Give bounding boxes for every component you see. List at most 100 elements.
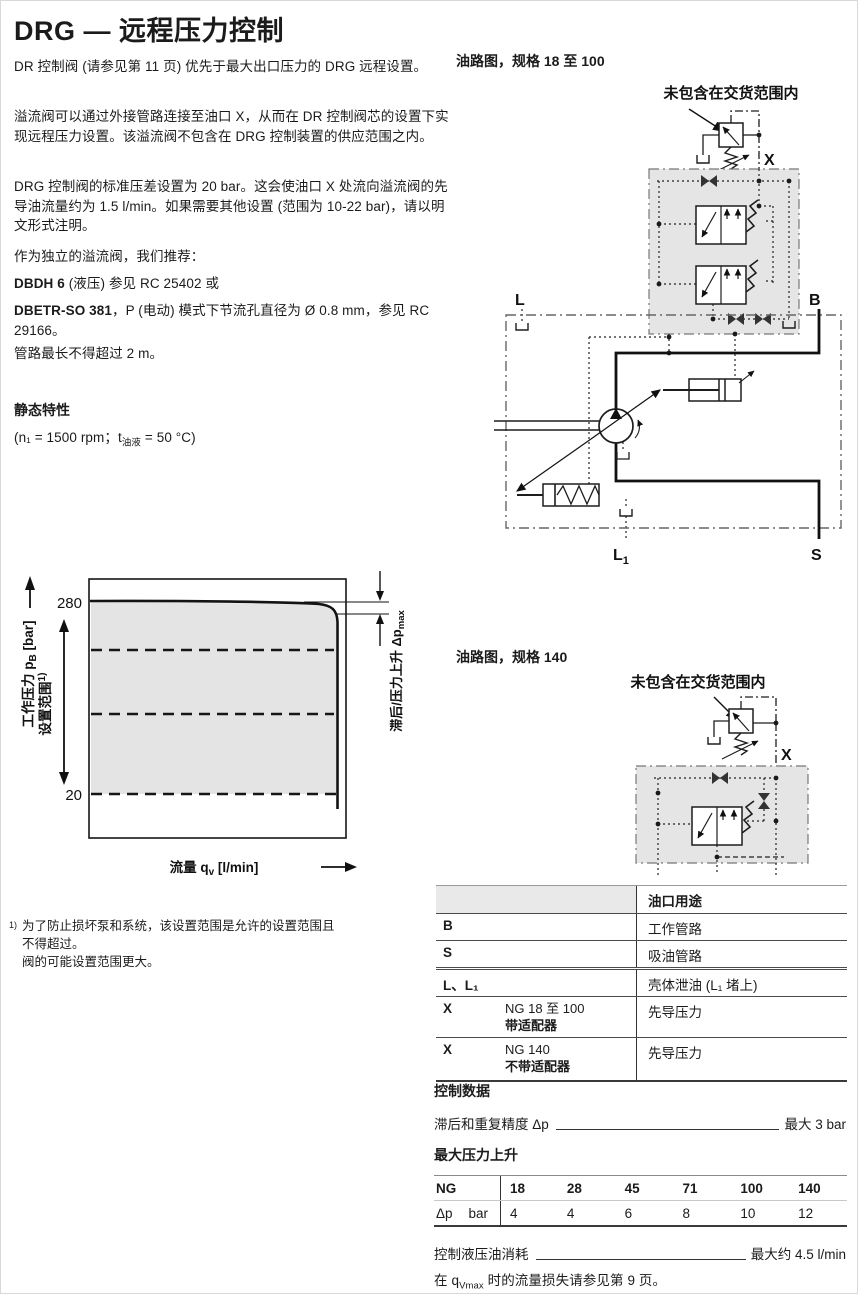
bias-piston-symbol	[517, 483, 600, 507]
setting-range-band	[91, 602, 336, 794]
recommendation-2: DBETR-SO 381，P (电动) 模式下节流孔直径为 Ø 0.8 mm，参…	[14, 301, 450, 340]
swashplate-linkage-arrow	[516, 389, 661, 492]
pressure-line-b	[614, 309, 821, 409]
port-cell: S	[443, 945, 453, 960]
header-port-cell	[436, 886, 636, 913]
diagram2-title: 油路图，规格 140	[456, 649, 568, 665]
usage-cell: 先导压力	[636, 997, 847, 1037]
orifice-symbols	[712, 772, 770, 809]
hysteresis-rise-label: 滞后/压力上升 Δpmax	[389, 610, 407, 732]
ng-value-cell: 18	[500, 1176, 558, 1200]
recommendation-1-text: (液压) 参见 RC 25402 或	[64, 276, 220, 291]
intro-paragraph-1: DR 控制阀 (请参见第 11 页) 优先于最大出口压力的 DRG 远程设置。	[14, 59, 428, 74]
ng-value-cell: 140	[798, 1181, 821, 1196]
setting-range-arrow	[59, 619, 69, 785]
ng-value-cell: 100	[740, 1181, 763, 1196]
control-data-heading: 控制数据	[434, 1083, 490, 1099]
pipe-length-note: 管路最长不得超过 2 m。	[14, 346, 164, 361]
test-conditions-prefix: (n₁ = 1500 rpm；t	[14, 430, 122, 445]
intro-paragraph-2: 溢流阀可以通过外接管路连接至油口 X，从而在 DR 控制阀芯的设置下实现远程压力…	[14, 109, 449, 144]
recommendation-1-model: DBDH 6	[14, 276, 65, 291]
table-row: S 吸油管路	[436, 941, 847, 970]
relief-valve-symbol	[696, 110, 760, 174]
dp-value-cell: 6	[624, 1206, 633, 1221]
test-conditions-subscript: 油液	[121, 437, 142, 449]
port-l1-tank-symbol	[619, 509, 633, 517]
dp-value-cell: 10	[740, 1206, 756, 1221]
port-label-b: B	[809, 292, 821, 309]
test-conditions-suffix: = 50 °C)	[141, 430, 196, 445]
not-included-note: 未包含在交货范围内	[629, 673, 765, 691]
footnote: 1) 为了防止损坏泵和系统，该设置范围是允许的设置范围且 不得超过。 阀的可能设…	[9, 917, 439, 971]
leader-line	[535, 1259, 746, 1260]
diagram1-title: 油路图，规格 18 至 100	[456, 53, 605, 69]
hysteresis-label: 滞后和重复精度 Δp	[434, 1117, 549, 1132]
hysteresis-row: 滞后和重复精度 Δp 最大 3 bar	[434, 1113, 846, 1133]
flow-loss-prefix: 在 q	[434, 1273, 460, 1288]
port-label-l: L	[515, 292, 525, 309]
footnote-line-1: 为了防止损坏泵和系统，该设置范围是允许的设置范围且	[22, 919, 335, 933]
static-characteristics-heading: 静态特性	[14, 402, 70, 418]
setting-range-label: 设置范围1)	[37, 673, 53, 736]
footnote-line-2: 不得超过。	[22, 937, 85, 952]
consumption-label: 控制液压油消耗	[434, 1247, 529, 1262]
ytick-280: 280	[57, 595, 82, 612]
header-usage-cell: 油口用途	[636, 886, 847, 913]
flow-loss-note: 在 qVmax 时的流量损失请参见第 9 页。	[434, 1271, 846, 1293]
table-row: B 工作管路	[436, 914, 847, 941]
ng-value-cell: 28	[566, 1181, 582, 1196]
variable-pump-symbol	[494, 408, 644, 460]
port-label-s: S	[811, 547, 822, 564]
block-tank-symbol	[782, 321, 796, 329]
dpmax-annotation	[304, 571, 389, 646]
footnote-marker: 1)	[9, 920, 18, 930]
usage-cell: 吸油管路	[636, 941, 847, 967]
stroking-cylinder-symbol	[663, 370, 755, 402]
dp-value-cell: 12	[798, 1206, 814, 1221]
y-axis-label: 工作压力 pB [bar]	[20, 621, 39, 728]
static-characteristics-chart: 280 20 工作压力 pB [bar] 设置范围1) 流量 qv [l/min…	[20, 571, 407, 878]
flow-loss-suffix: 时的流量损失请参见第 9 页。	[483, 1273, 667, 1288]
setting-example-curves	[91, 648, 341, 796]
footnote-line-3: 阀的可能设置范围更大。	[22, 955, 160, 970]
suction-line-s	[614, 443, 821, 539]
consumption-row: 控制液压油消耗 最大约 4.5 l/min	[434, 1243, 846, 1263]
y-axis-arrow	[25, 576, 35, 608]
usage-cell: 工作管路	[636, 914, 847, 940]
usage-cell: 壳体泄油 (L₁ 堵上)	[636, 970, 847, 996]
not-included-note: 未包含在交货范围内	[662, 84, 798, 102]
ng-label-cell: NG	[436, 1181, 457, 1196]
x-axis-arrow	[321, 862, 357, 872]
table-header-row: 油口用途	[436, 886, 847, 914]
note-pointer-arrow	[688, 108, 725, 132]
recommendation-2-text: ，P (电动) 模式下节流孔直径为 Ø 0.8 mm，参见 RC 29166。	[14, 303, 430, 338]
pilot-network	[521, 169, 790, 539]
port-cell: L、L₁	[443, 978, 479, 993]
port-label-l1: L1	[613, 547, 629, 567]
x-axis-label: 流量 qv [l/min]	[170, 859, 259, 878]
page-title: DRG — 远程压力控制	[14, 16, 285, 46]
intro-paragraph-3: DRG 控制阀的标准压差设置为 20 bar。这会使油口 X 处流向溢流阀的先导…	[14, 179, 448, 234]
dp-value-cell: 8	[682, 1206, 690, 1221]
relief-valve-symbol	[707, 696, 777, 760]
max-pressure-curve	[89, 599, 339, 809]
hysteresis-value: 最大 3 bar	[784, 1117, 846, 1132]
intro-paragraph-4: 作为独立的溢流阀，我们推荐：	[14, 249, 205, 264]
orifice-symbols	[701, 175, 771, 325]
max-pressure-rise-heading: 最大压力上升	[434, 1147, 518, 1163]
port-cell: B	[443, 918, 453, 933]
circuit-diagram-ng140: 未包含在交货范围内 X	[629, 673, 809, 875]
recommendation-2-model: DBETR-SO 381	[14, 303, 112, 318]
consumption-value: 最大约 4.5 l/min	[750, 1247, 846, 1262]
flow-loss-subscript: Vmax	[459, 1280, 484, 1292]
port-label-x: X	[781, 747, 792, 764]
port-cell: X	[443, 1042, 453, 1057]
